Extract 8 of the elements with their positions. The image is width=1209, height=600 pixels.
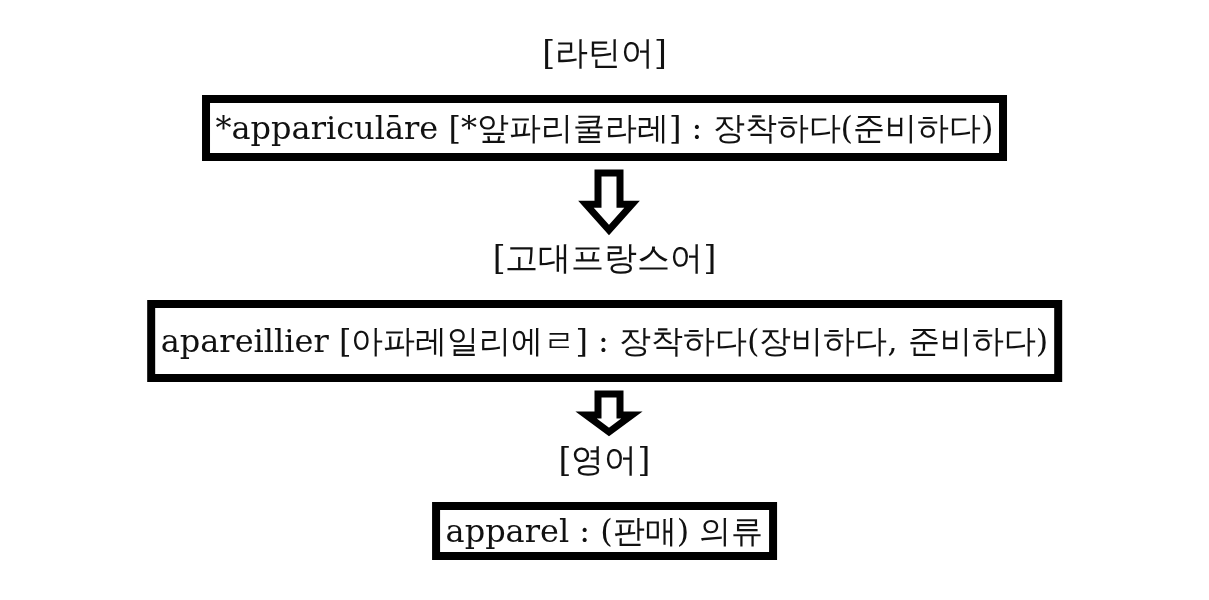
hollow-arrow	[578, 169, 640, 236]
language-heading: [라틴어]	[542, 33, 667, 73]
word-box: *appariculāre [*앞파리쿨라레] : 장착하다(준비하다)	[201, 95, 1008, 161]
hollow-arrow	[575, 390, 643, 437]
language-heading: [고대프랑스어]	[492, 238, 717, 278]
language-heading: [영어]	[558, 440, 651, 480]
word-box: apareillier [아파레일리에ㄹ] : 장착하다(장비하다, 준비하다)	[146, 300, 1063, 382]
word-box: apparel : (판매) 의류	[431, 502, 778, 560]
